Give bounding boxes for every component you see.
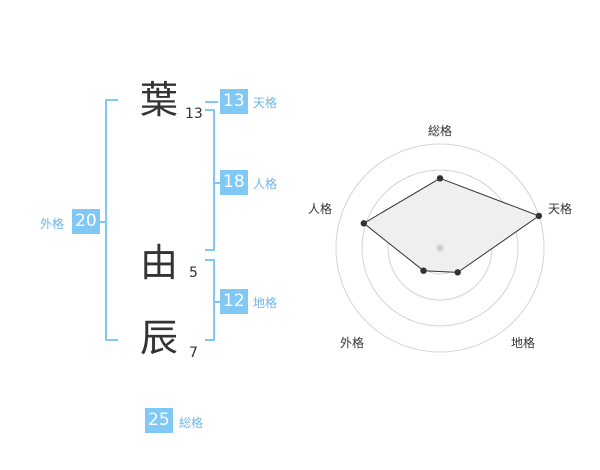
tenkaku-badge: 13 — [220, 89, 248, 114]
radar-ring — [335, 143, 545, 353]
name-char-1-strokes: 13 — [185, 106, 203, 122]
radar-point-1 — [535, 212, 543, 220]
chikaku-bracket — [205, 259, 215, 341]
chikaku-label: 地格 — [253, 296, 278, 310]
gaikaku-bracket — [105, 99, 118, 341]
radar-point-3 — [420, 267, 427, 274]
radar-point-4 — [360, 220, 367, 227]
radar-center-dot — [436, 244, 444, 252]
radar-label-soukaku: 総格 — [428, 124, 453, 138]
soukaku-label: 総格 — [179, 416, 204, 430]
jinkaku-badge: 18 — [220, 170, 248, 195]
gaikaku-badge: 20 — [72, 209, 100, 234]
name-char-2: 由 — [139, 241, 178, 285]
radar-points — [360, 175, 543, 276]
radar-label-gaikaku: 外格 — [340, 336, 365, 350]
name-char-3-strokes: 7 — [189, 345, 198, 361]
chikaku-badge: 12 — [220, 289, 248, 314]
tenkaku-label: 天格 — [253, 96, 278, 110]
name-char-3: 辰 — [139, 316, 178, 360]
radar-label-chikaku: 地格 — [511, 336, 536, 350]
jinkaku-bracket — [205, 109, 215, 251]
radar-label-jinkaku: 人格 — [308, 202, 333, 216]
radar-label-tenkaku: 天格 — [548, 202, 573, 216]
radar-ring — [361, 169, 519, 327]
radar-point-2 — [454, 269, 461, 276]
name-char-1: 葉 — [139, 78, 178, 122]
radar-point-0 — [436, 175, 444, 182]
gaikaku-label: 外格 — [40, 217, 65, 231]
soukaku-badge: 25 — [145, 408, 173, 433]
radar-area — [362, 177, 540, 273]
name-char-2-strokes: 5 — [189, 265, 198, 281]
jinkaku-label: 人格 — [253, 177, 278, 191]
